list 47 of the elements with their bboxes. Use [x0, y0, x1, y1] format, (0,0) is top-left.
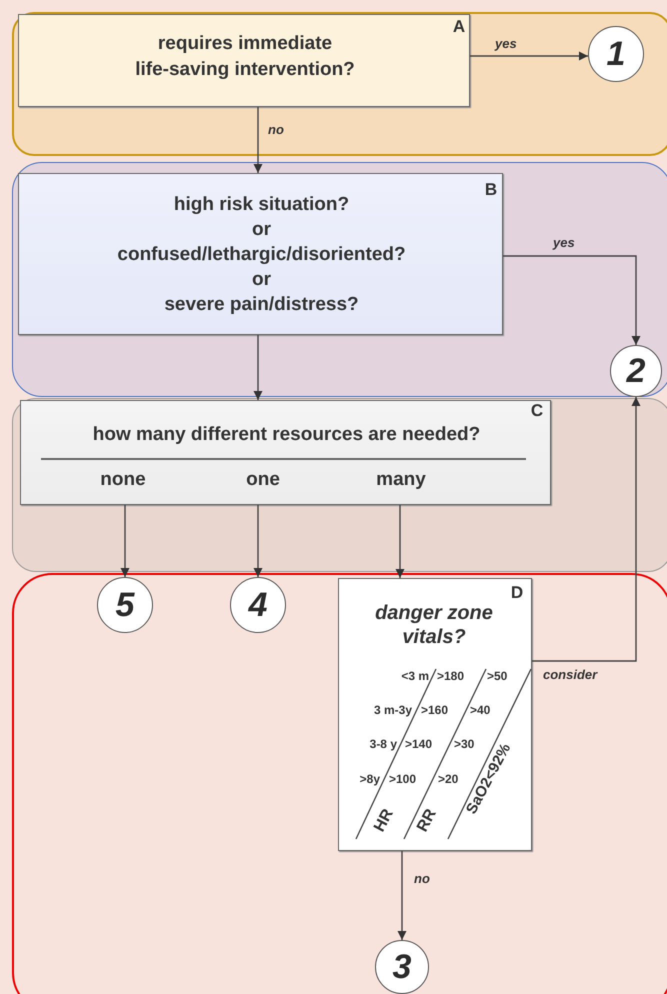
vital-sign-label: RR	[412, 805, 441, 837]
vital-threshold: >50	[487, 669, 508, 684]
question-text: requires immediate	[156, 33, 334, 56]
arrow	[396, 505, 404, 578]
vital-threshold: >180	[437, 669, 466, 684]
question-text: how many different resources are needed?	[92, 424, 482, 447]
edge-label: no	[268, 122, 284, 137]
arrow	[120, 505, 130, 577]
edge-label: no	[414, 871, 430, 886]
edge-label: yes	[553, 235, 575, 250]
arrow	[254, 107, 262, 173]
question-text: danger zone vitals?	[374, 601, 494, 649]
question-text: severe pain/distress?	[163, 294, 360, 317]
decision-box	[20, 400, 551, 505]
decision-box	[18, 14, 470, 107]
age-group: >8y	[341, 772, 380, 786]
option-text: none	[99, 469, 147, 492]
vital-threshold: >40	[470, 703, 492, 718]
age-group: 3-8 y	[341, 737, 397, 752]
edge-label: yes	[495, 36, 517, 51]
age-group: 3 m-3y	[341, 703, 412, 718]
decision-box	[338, 578, 532, 851]
vital-threshold: >160	[421, 703, 450, 718]
arrow	[254, 505, 262, 577]
question-text: life-saving intervention?	[134, 59, 356, 82]
step-letter: A	[452, 17, 466, 38]
question-text: high risk situation?	[172, 194, 350, 217]
arrow	[398, 851, 406, 940]
option-text: many	[375, 469, 427, 492]
step-letter: D	[510, 583, 524, 604]
or-text: or	[251, 269, 272, 292]
step-letter: B	[484, 180, 498, 200]
or-text: or	[251, 219, 272, 242]
vital-threshold: >20	[438, 772, 460, 786]
vital-sign-label: HR	[370, 805, 398, 837]
arrow	[470, 52, 588, 60]
question-text: confused/lethargic/disoriented?	[116, 244, 407, 267]
decision-box	[18, 173, 503, 335]
step-letter: C	[530, 401, 544, 422]
arrow	[254, 335, 262, 400]
option-text: one	[245, 469, 281, 492]
vital-threshold: >100	[389, 772, 418, 786]
vital-threshold: >140	[405, 737, 434, 752]
edge-label: consider	[543, 667, 598, 682]
arrow	[532, 397, 640, 662]
arrow	[503, 255, 640, 345]
age-group: <3 m	[359, 669, 429, 684]
